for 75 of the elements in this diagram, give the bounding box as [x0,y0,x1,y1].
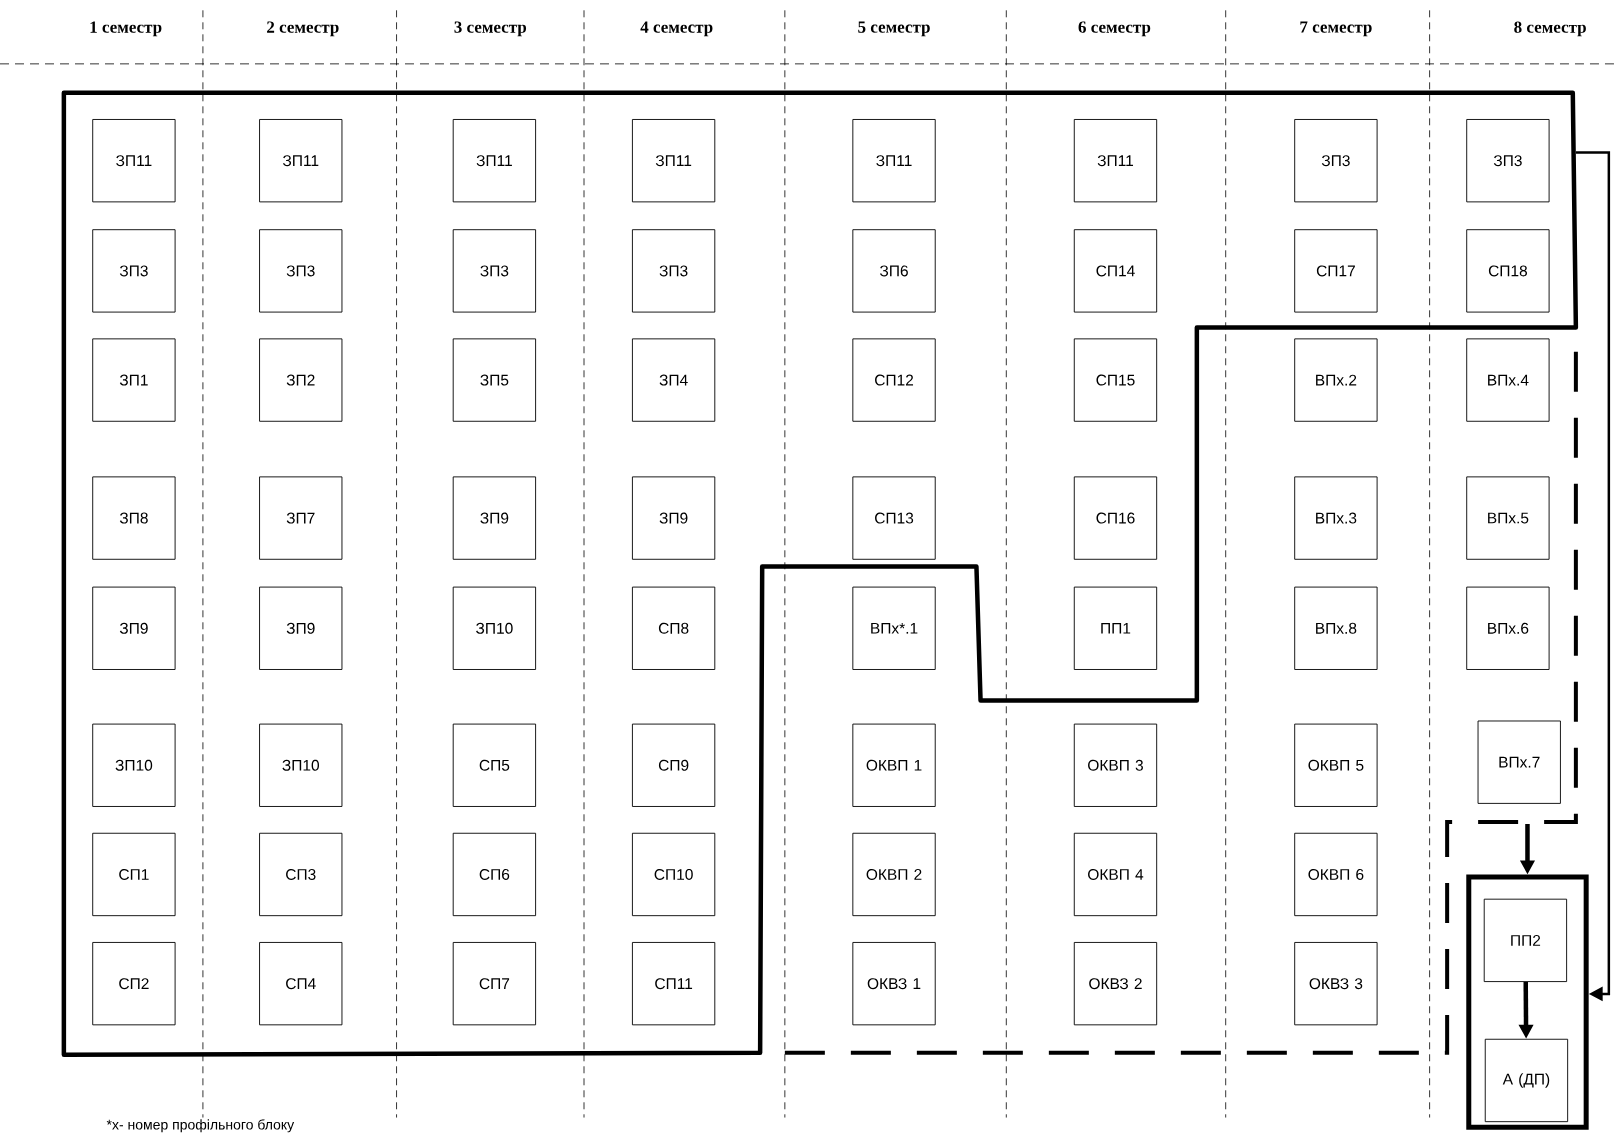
course-box: СП8 [631,586,716,670]
course-box: ОКВП 4 [1073,832,1158,917]
course-box: СП5 [452,723,537,807]
course-box: ОКВЗ 3 [1294,941,1378,1026]
column-header: 8 семестр [1514,21,1586,37]
course-box: ЗП7 [259,476,343,560]
footnote: *х- номер профільного блоку [106,1119,295,1133]
course-box: ЗП8 [92,476,176,560]
column-header: 4 семестр [640,21,713,37]
course-box: СП9 [631,723,716,807]
course-box: ЗП3 [1294,119,1378,203]
course-box: ЗП11 [92,119,176,203]
course-box: СП6 [452,832,537,917]
course-box: СП16 [1073,476,1158,560]
course-box: ЗП3 [631,229,716,313]
course-box: СП13 [852,476,936,560]
course-box: ВПх.2 [1294,338,1378,422]
outcome-box [1466,874,1589,1130]
course-box: СП3 [259,832,343,917]
course-box: ЗП11 [852,119,936,203]
course-box: ЗП11 [1073,119,1158,203]
course-box: ЗП10 [92,723,176,807]
course-box: ВПх*.1 [852,586,936,670]
column-header: 6 семестр [1078,21,1151,37]
course-box: ЗП1 [92,338,176,422]
course-box: СП10 [631,832,716,917]
course-box: ЗП4 [631,338,716,422]
course-box: СП4 [259,941,343,1026]
column-header: 1 семестр [90,21,162,37]
course-box: ЗП11 [631,119,716,203]
course-box: ОКВП 6 [1294,832,1378,917]
course-box: СП12 [852,338,936,422]
course-box: ЗП9 [452,476,537,560]
course-box: ЗП9 [92,586,176,670]
course-box: А (ДП) [1484,1038,1569,1123]
course-box: ЗП10 [452,586,537,670]
course-box: ОКВП 3 [1073,723,1158,807]
course-box: ВПх.8 [1294,586,1378,670]
course-box: СП7 [452,941,537,1026]
course-box: ЗП9 [259,586,343,670]
course-box: СП15 [1073,338,1158,422]
course-box: ВПх.7 [1477,720,1561,804]
course-box: ЗП3 [92,229,176,313]
column-header: 3 семестр [454,21,527,37]
course-box: СП14 [1073,229,1158,313]
column-header: 7 семестр [1300,21,1372,37]
course-box: ВПх.3 [1294,476,1378,560]
course-box: ОКВЗ 1 [852,941,936,1026]
course-box: ЗП3 [452,229,537,313]
course-box: СП11 [631,941,716,1026]
course-box: ЗП6 [852,229,936,313]
course-box: ПП2 [1483,898,1568,982]
arrow [1575,151,1611,1002]
course-box: ОКВП 2 [852,832,936,917]
course-box: ЗП2 [259,338,343,422]
course-box: ЗП9 [631,476,716,560]
course-box: ЗП3 [1466,119,1550,203]
course-box: СП2 [92,941,176,1026]
course-box: ЗП10 [259,723,343,807]
course-box: ОКВП 5 [1294,723,1378,807]
course-box: ЗП3 [259,229,343,313]
course-box: ОКВЗ 2 [1073,941,1158,1026]
course-box: ОКВП 1 [852,723,936,807]
course-box: СП17 [1294,229,1378,313]
course-box: ПП1 [1073,586,1158,670]
course-box: СП18 [1466,229,1550,313]
course-box: ВПх.5 [1466,476,1550,560]
course-box: ЗП5 [452,338,537,422]
column-header: 5 семестр [858,21,930,37]
column-header: 2 семестр [267,21,339,37]
course-box: ЗП11 [452,119,537,203]
course-box: ВПх.4 [1466,338,1550,422]
course-box: ЗП11 [259,119,343,203]
course-box: СП1 [92,832,176,917]
course-box: ВПх.6 [1466,586,1550,670]
